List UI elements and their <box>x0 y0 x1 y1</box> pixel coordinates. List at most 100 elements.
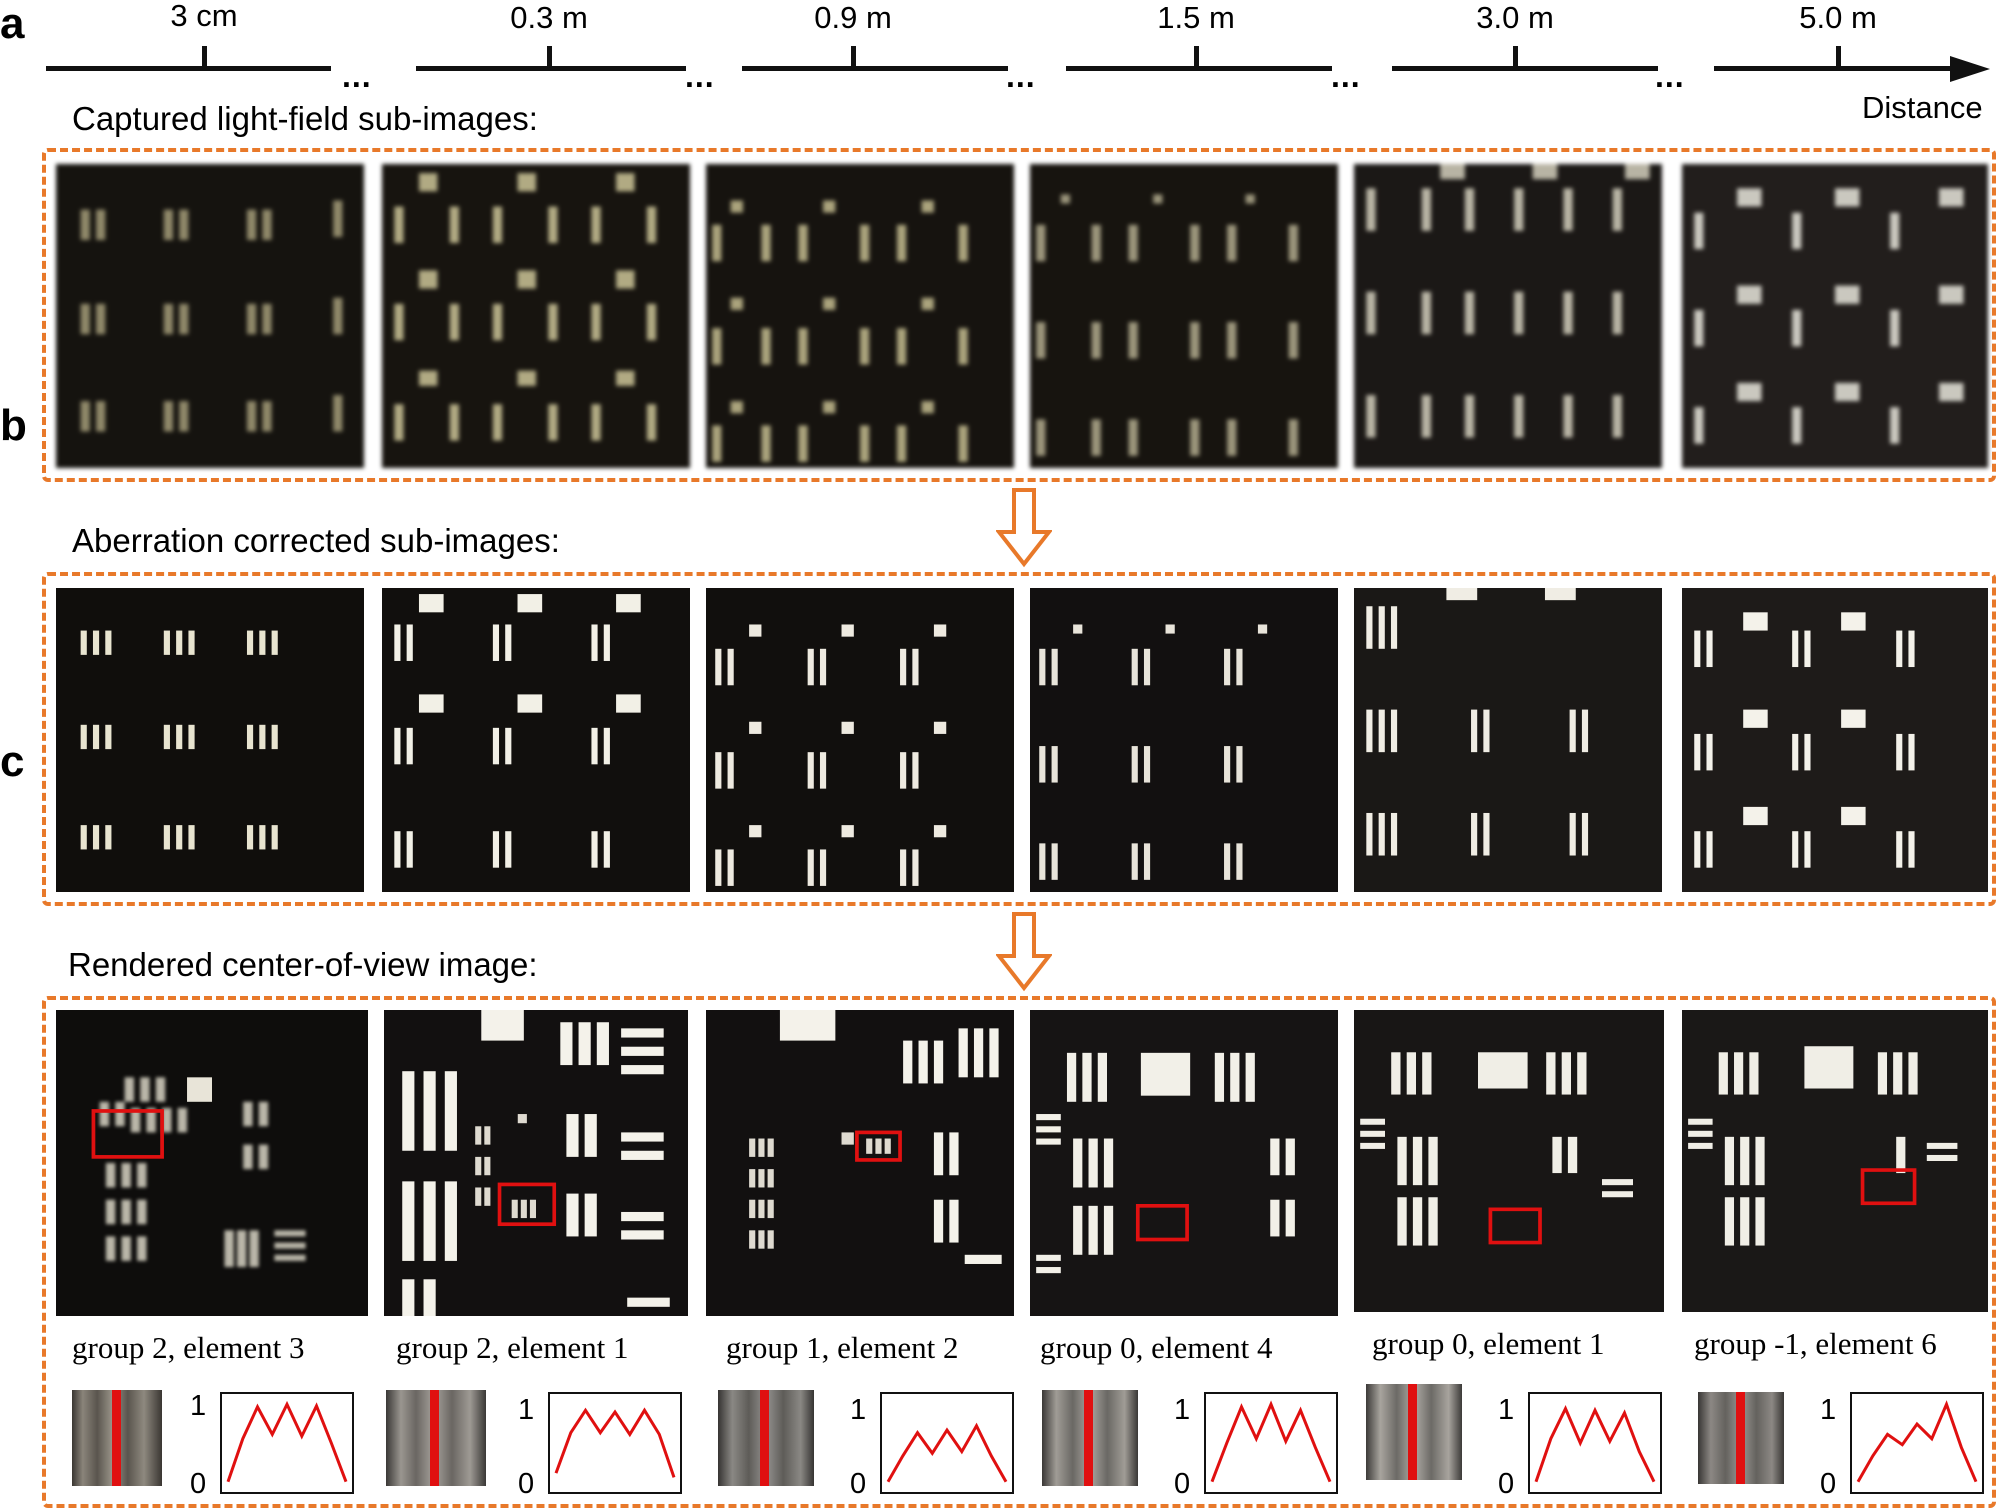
section-b-title: Aberration corrected sub-images: <box>72 522 560 559</box>
caption-1: group 2, element 3 <box>72 1330 305 1365</box>
axis-arrowhead <box>1950 56 1990 82</box>
captured-subimage-3 <box>706 164 1014 468</box>
panel-letter-a: a <box>0 0 25 48</box>
axis-ellipsis-5: ... <box>1655 58 1685 94</box>
panel-b-frame <box>42 572 1996 906</box>
distance-label-2: 0.3 m <box>510 0 588 35</box>
down-arrow-2 <box>996 912 1052 992</box>
distance-label-6: 5.0 m <box>1799 0 1877 35</box>
profile-svg-5 <box>1534 1405 1656 1483</box>
corrected-subimage-6 <box>1682 588 1988 892</box>
distance-label-3: 0.9 m <box>814 0 892 35</box>
profile-curve-4 <box>1210 1400 1332 1483</box>
profile-plot-6 <box>1850 1392 1984 1494</box>
captured-subimage-2 <box>382 164 690 468</box>
plot-5-ymin: 0 <box>1498 1468 1515 1500</box>
zoom-patch-3 <box>718 1390 814 1486</box>
plot-1-ymax: 1 <box>190 1390 207 1422</box>
profile-plot-2 <box>548 1392 682 1494</box>
corrected-subimage-5 <box>1354 588 1662 892</box>
distance-axis: 3 cm 0.3 m 0.9 m 1.5 m 3.0 m 5.0 m ... .… <box>0 0 2001 130</box>
plot-4-ymax: 1 <box>1174 1394 1191 1426</box>
plot-2-ymin: 0 <box>518 1468 535 1500</box>
captured-subimage-6 <box>1682 164 1988 468</box>
profile-plot-4 <box>1204 1392 1338 1494</box>
plot-1-ymin: 0 <box>190 1468 207 1500</box>
zoom-patch-2 <box>386 1390 486 1486</box>
profile-svg-6 <box>1856 1400 1978 1483</box>
profile-curve-2 <box>554 1407 676 1478</box>
panel-a-frame <box>42 148 1996 482</box>
profile-line-marker-4 <box>1084 1390 1093 1486</box>
axis-tick-3 <box>851 46 856 68</box>
axis-segment-3 <box>742 66 1008 71</box>
plot-2-ymax: 1 <box>518 1394 535 1426</box>
axis-tick-1 <box>202 46 207 68</box>
down-arrow-1 <box>996 488 1052 568</box>
profile-curve-1 <box>226 1400 348 1483</box>
caption-3: group 1, element 2 <box>726 1330 959 1365</box>
captured-subimage-1 <box>56 164 364 468</box>
panel-letter-c: c <box>0 737 25 786</box>
distance-label-4: 1.5 m <box>1157 0 1235 35</box>
axis-ellipsis-4: ... <box>1331 58 1361 94</box>
plot-6-ymax: 1 <box>1820 1394 1837 1426</box>
profile-plot-1 <box>220 1392 354 1494</box>
rendered-image-6 <box>1682 1010 1988 1312</box>
panel-letter-b: b <box>0 401 27 450</box>
distance-label-5: 3.0 m <box>1476 0 1554 35</box>
axis-tick-2 <box>547 46 552 68</box>
axis-segment-5 <box>1392 66 1658 71</box>
profile-svg-1 <box>226 1400 348 1483</box>
plot-3-ymax: 1 <box>850 1394 867 1426</box>
profile-curve-3 <box>886 1422 1008 1483</box>
profile-svg-4 <box>1210 1400 1332 1483</box>
rendered-image-2 <box>384 1010 688 1316</box>
corrected-subimage-2 <box>382 588 690 892</box>
captured-subimage-5 <box>1354 164 1662 468</box>
profile-svg-3 <box>886 1422 1008 1483</box>
zoom-patch-4 <box>1042 1390 1138 1486</box>
axis-title: Distance <box>1862 90 1983 125</box>
rendered-image-4 <box>1030 1010 1338 1316</box>
plot-3-ymin: 0 <box>850 1468 867 1500</box>
plot-5-ymax: 1 <box>1498 1394 1515 1426</box>
axis-segment-4 <box>1066 66 1332 71</box>
axis-segment-1 <box>46 66 331 71</box>
corrected-subimage-4 <box>1030 588 1338 892</box>
axis-tick-6 <box>1836 46 1841 68</box>
profile-svg-2 <box>554 1407 676 1478</box>
axis-ellipsis-2: ... <box>685 58 715 94</box>
zoom-patch-6 <box>1698 1392 1784 1484</box>
axis-segment-2 <box>416 66 686 71</box>
axis-tick-5 <box>1513 46 1518 68</box>
rendered-image-3 <box>706 1010 1014 1316</box>
caption-5: group 0, element 1 <box>1372 1326 1605 1361</box>
section-c-title: Rendered center-of-view image: <box>68 946 538 983</box>
profile-curve-6 <box>1856 1400 1978 1483</box>
profile-line-marker-1 <box>112 1390 121 1486</box>
profile-line-marker-5 <box>1408 1384 1417 1480</box>
caption-4: group 0, element 4 <box>1040 1330 1273 1365</box>
caption-2: group 2, element 1 <box>396 1330 629 1365</box>
rendered-image-1 <box>56 1010 368 1316</box>
profile-line-marker-3 <box>760 1390 769 1486</box>
plot-6-ymin: 0 <box>1820 1468 1837 1500</box>
profile-curve-5 <box>1534 1405 1656 1483</box>
captured-subimage-4 <box>1030 164 1338 468</box>
axis-ellipsis-1: ... <box>342 58 372 94</box>
panel-c-frame <box>42 996 1996 1508</box>
zoom-patch-1 <box>72 1390 162 1486</box>
profile-line-marker-6 <box>1736 1392 1745 1484</box>
caption-6: group -1, element 6 <box>1694 1326 1937 1361</box>
profile-plot-3 <box>880 1392 1014 1494</box>
distance-label-1: 3 cm <box>170 0 238 33</box>
corrected-subimage-3 <box>706 588 1014 892</box>
zoom-patch-5 <box>1366 1384 1462 1480</box>
rendered-image-5 <box>1354 1010 1664 1312</box>
plot-4-ymin: 0 <box>1174 1468 1191 1500</box>
axis-segment-6 <box>1714 66 1964 71</box>
section-a-title: Captured light-field sub-images: <box>72 100 538 137</box>
axis-tick-4 <box>1194 46 1199 68</box>
axis-ellipsis-3: ... <box>1006 58 1036 94</box>
